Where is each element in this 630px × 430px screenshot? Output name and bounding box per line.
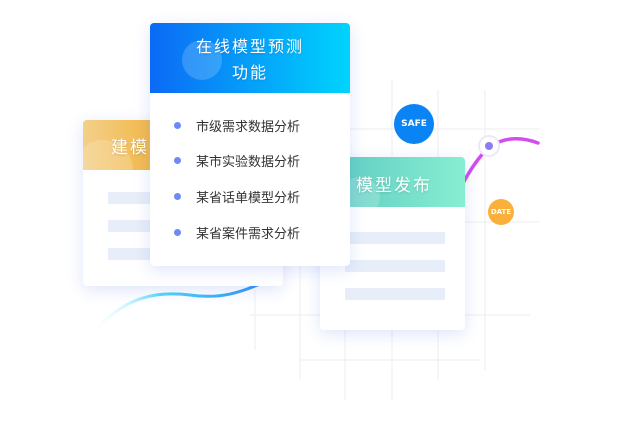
online-prediction-card-header: 在线模型预测 功能 [150, 23, 350, 93]
list-item[interactable]: 某市实验数据分析 [174, 151, 300, 170]
purple-curve [460, 137, 540, 187]
title-line-1: 在线模型预测 [195, 37, 304, 56]
online-prediction-card[interactable]: 在线模型预测 功能 市级需求数据分析 某市实验数据分析 某省话单模型分析 某省案… [150, 23, 350, 266]
placeholder-bar [345, 232, 445, 244]
safe-badge: SAFE [394, 104, 434, 144]
list-item-label: 某省案件需求分析 [196, 227, 301, 242]
placeholder-bar [345, 288, 445, 300]
placeholder-bar [345, 260, 445, 272]
online-prediction-card-title: 在线模型预测 功能 [150, 23, 350, 86]
bullet-icon [174, 122, 181, 129]
list-item-label: 市级需求数据分析 [196, 120, 301, 135]
date-badge: DATE [488, 199, 514, 225]
modeling-card-title: 建模 [111, 138, 149, 158]
bullet-icon [174, 229, 181, 236]
bullet-icon [174, 157, 181, 164]
model-publish-card-title: 模型发布 [356, 176, 432, 196]
bullet-icon [174, 193, 181, 200]
list-item[interactable]: 某省案件需求分析 [174, 223, 300, 242]
list-item[interactable]: 某省话单模型分析 [174, 187, 300, 206]
curve-node-dot [485, 142, 493, 150]
list-item-label: 某省话单模型分析 [196, 191, 301, 206]
list-item-label: 某市实验数据分析 [196, 155, 301, 170]
list-item[interactable]: 市级需求数据分析 [174, 116, 300, 135]
blue-wave [86, 278, 271, 339]
title-line-2: 功能 [231, 63, 268, 82]
